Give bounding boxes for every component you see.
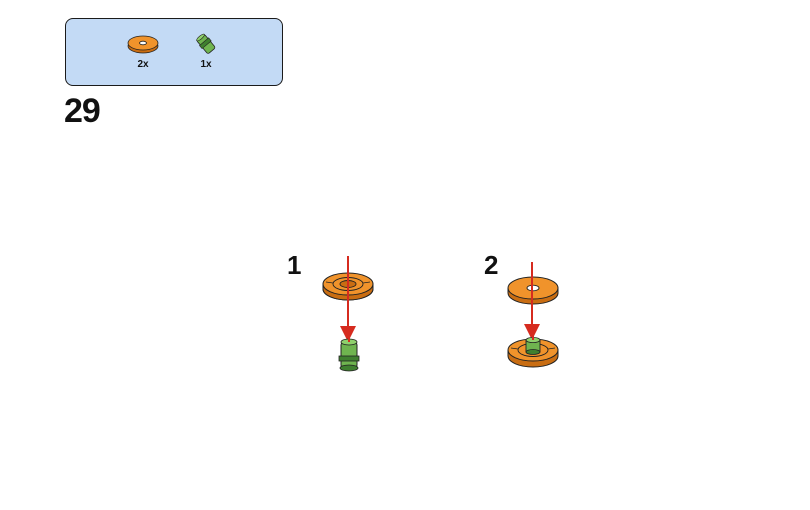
- parts-quantity: 1x: [200, 59, 212, 70]
- substep-number: 2: [484, 250, 499, 280]
- orange-tile-with-green-pin: [507, 334, 559, 368]
- parts-quantity: 2x: [137, 59, 149, 70]
- orange-round-tile-icon: [127, 35, 159, 54]
- substep-2-illustration: [507, 262, 559, 368]
- parts-list-item-green-pin: 1x: [181, 33, 231, 70]
- substep-1-illustration: [322, 256, 374, 372]
- green-pin-icon: [338, 336, 360, 372]
- green-pin-icon: [196, 33, 216, 54]
- step-number: 29: [64, 92, 101, 130]
- substep-number: 1: [287, 250, 302, 280]
- parts-list-item-orange-tile: 2x: [118, 33, 168, 70]
- parts-list-callout: 2x 1x: [65, 18, 283, 86]
